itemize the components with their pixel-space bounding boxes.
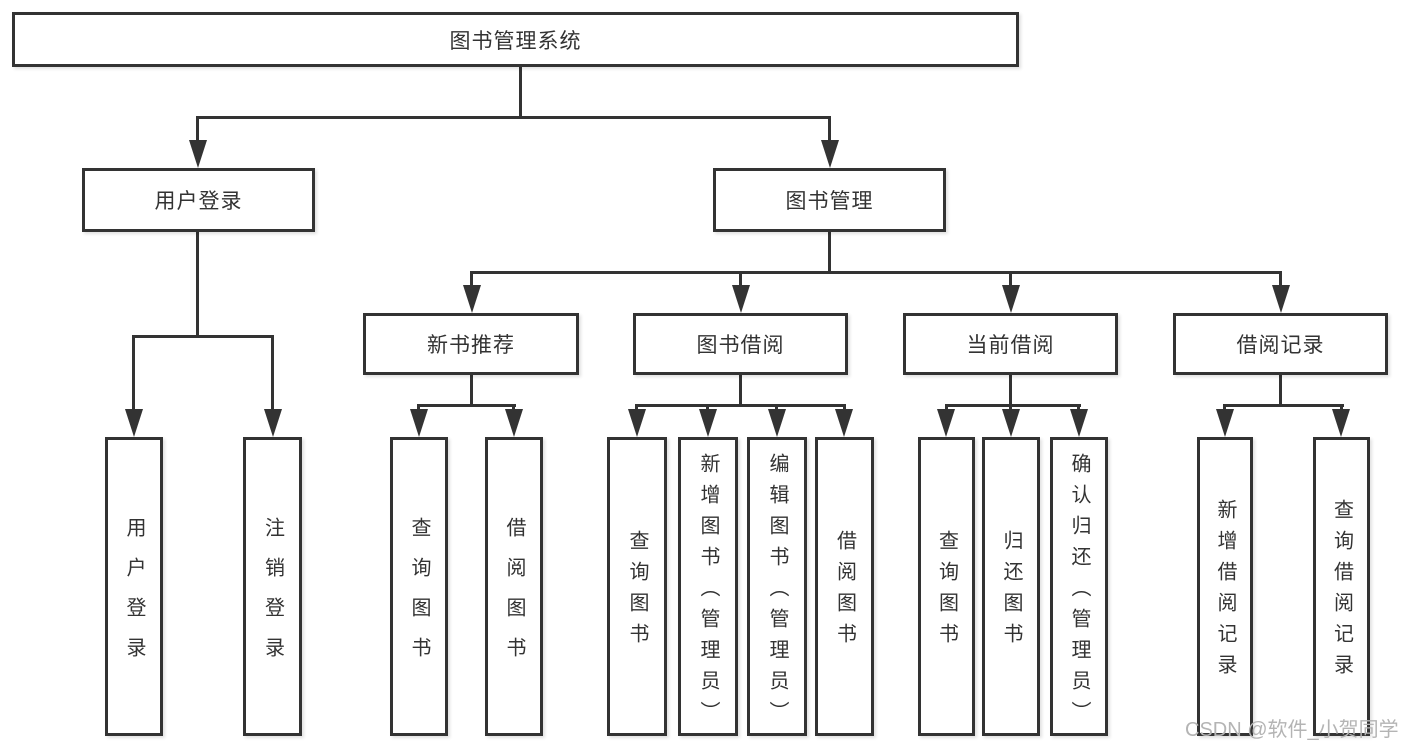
node-root-label: 图书管理系统 <box>449 29 582 53</box>
arrowhead-icon <box>1002 285 1020 313</box>
leaf-label: 编辑图书（管理员） <box>766 452 788 732</box>
connector-shaft <box>775 404 778 412</box>
leaf-label: 查询借阅记录 <box>1330 499 1353 685</box>
node-new-book-recommend-label: 新书推荐 <box>427 334 515 357</box>
leaf-edit-book-admin: 编辑图书（管理员） <box>747 437 807 736</box>
arrowhead-icon <box>732 285 750 313</box>
node-root: 图书管理系统 <box>12 12 1019 67</box>
connector-shaft <box>945 404 948 412</box>
connector-shaft <box>417 404 420 412</box>
leaf-logout: 注销登录 <box>243 437 302 736</box>
arrowhead-icon <box>1216 409 1234 437</box>
node-current-borrow: 当前借阅 <box>903 313 1118 375</box>
connector-current-stub <box>1009 375 1012 407</box>
node-user-login-label: 用户登录 <box>154 190 243 213</box>
leaf-label: 查询图书 <box>935 530 958 654</box>
arrowhead-icon <box>1070 409 1088 437</box>
connector-shaft <box>1223 404 1226 412</box>
arrowhead-icon <box>937 409 955 437</box>
leaf-user-login: 用户登录 <box>105 437 163 736</box>
arrowhead-icon <box>1002 409 1020 437</box>
arrowhead-icon <box>505 409 523 437</box>
node-current-borrow-label: 当前借阅 <box>966 334 1055 357</box>
connector-root-stub <box>519 67 522 119</box>
arrowhead-icon <box>1272 285 1290 313</box>
leaf-label: 借阅图书 <box>503 516 525 677</box>
arrowhead-icon <box>463 285 481 313</box>
connector-borrow-stub <box>739 375 742 407</box>
connector-shaft <box>1009 271 1012 288</box>
arrowhead-icon <box>835 409 853 437</box>
connector-shaft <box>635 404 638 412</box>
leaf-confirm-return-admin: 确认归还（管理员） <box>1050 437 1108 736</box>
arrowhead-icon <box>410 409 428 437</box>
leaf-return-book: 归还图书 <box>982 437 1040 736</box>
connector-record-stub <box>1279 375 1282 407</box>
connector-shaft <box>196 116 199 144</box>
leaf-label: 注销登录 <box>261 516 284 677</box>
connector-record-branch <box>1223 404 1344 407</box>
node-borrow-record: 借阅记录 <box>1173 313 1388 375</box>
arrowhead-icon <box>628 409 646 437</box>
connector-shaft <box>706 404 709 412</box>
leaf-label: 查询图书 <box>626 530 648 654</box>
connector-newbook-branch <box>417 404 516 407</box>
connector-shaft <box>271 335 274 413</box>
node-book-management-label: 图书管理 <box>785 190 874 213</box>
connector-current-branch <box>945 404 1081 407</box>
connector-shaft <box>828 116 831 144</box>
connector-shaft <box>470 271 473 288</box>
leaf-label: 新增图书（管理员） <box>697 452 719 732</box>
connector-shaft <box>1279 271 1282 288</box>
arrowhead-icon <box>189 140 207 168</box>
leaf-label: 用户登录 <box>123 516 145 677</box>
leaf-add-book-admin: 新增图书（管理员） <box>678 437 738 736</box>
connector-borrow-branch <box>635 404 846 407</box>
connector-shaft <box>739 271 742 288</box>
connector-shaft <box>1009 404 1012 412</box>
arrowhead-icon <box>768 409 786 437</box>
connector-level1-branch <box>196 116 831 119</box>
connector-userlogin-branch <box>132 335 274 338</box>
leaf-label: 新增借阅记录 <box>1214 499 1236 685</box>
csdn-watermark: CSDN @软件_小贺同学 <box>1185 719 1399 741</box>
leaf-query-book-2: 查询图书 <box>607 437 667 736</box>
connector-bookmgmt-stub <box>828 232 831 274</box>
leaf-query-borrow-record: 查询借阅记录 <box>1313 437 1370 736</box>
node-user-login: 用户登录 <box>82 168 315 232</box>
leaf-query-book-3: 查询图书 <box>918 437 975 736</box>
node-book-borrow: 图书借阅 <box>633 313 848 375</box>
arrowhead-icon <box>125 409 143 437</box>
connector-shaft <box>843 404 846 412</box>
leaf-label: 借阅图书 <box>833 530 856 654</box>
connector-shaft <box>1077 404 1080 412</box>
node-borrow-record-label: 借阅记录 <box>1236 334 1325 357</box>
leaf-label: 确认归还（管理员） <box>1068 452 1090 732</box>
leaf-query-book-1: 查询图书 <box>390 437 448 736</box>
arrowhead-icon <box>821 140 839 168</box>
leaf-borrow-book-1: 借阅图书 <box>485 437 543 736</box>
leaf-add-borrow-record: 新增借阅记录 <box>1197 437 1253 736</box>
connector-shaft <box>512 404 515 412</box>
arrowhead-icon <box>699 409 717 437</box>
leaf-label: 归还图书 <box>1000 530 1022 654</box>
connector-userlogin-stub <box>196 232 199 338</box>
connector-level3-branch <box>470 271 1282 274</box>
arrowhead-icon <box>264 409 282 437</box>
connector-shaft <box>132 335 135 413</box>
node-book-borrow-label: 图书借阅 <box>696 334 785 357</box>
node-book-management: 图书管理 <box>713 168 946 232</box>
arrowhead-icon <box>1332 409 1350 437</box>
leaf-label: 查询图书 <box>408 516 430 677</box>
leaf-borrow-book-2: 借阅图书 <box>815 437 874 736</box>
connector-newbook-stub <box>470 375 473 407</box>
connector-shaft <box>1340 404 1343 412</box>
node-new-book-recommend: 新书推荐 <box>363 313 579 375</box>
